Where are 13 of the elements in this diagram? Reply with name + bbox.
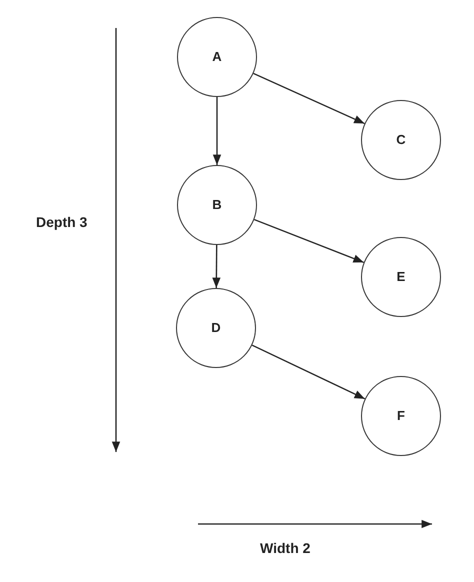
node-label: F <box>397 407 405 426</box>
axis-label: Depth 3 <box>36 213 88 232</box>
axis-label: Width 2 <box>260 539 310 558</box>
arrow <box>212 97 222 165</box>
arrow <box>254 218 364 264</box>
node-label: E <box>396 268 406 286</box>
arrow <box>253 72 365 124</box>
node-label: A <box>212 48 222 66</box>
arrow <box>252 344 366 400</box>
node-label: B <box>212 196 222 214</box>
node-label: D <box>211 319 221 338</box>
arrow <box>212 245 221 288</box>
node-label: C <box>396 131 406 150</box>
